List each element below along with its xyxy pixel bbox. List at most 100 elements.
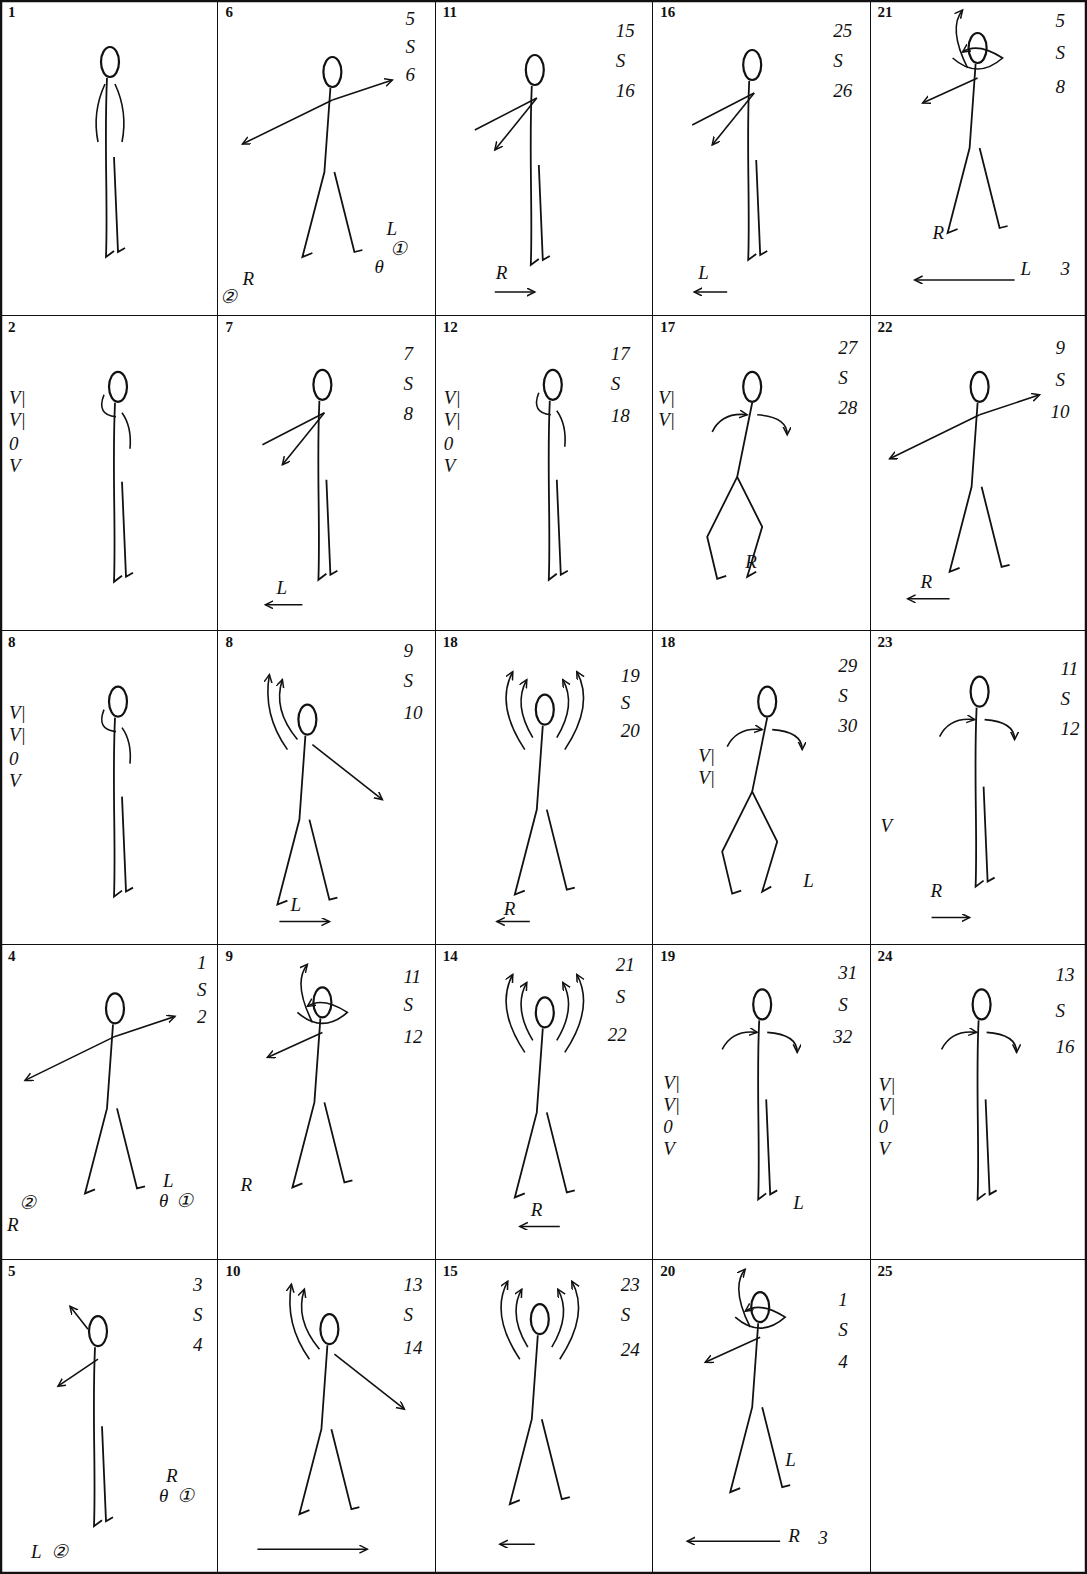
- step-arrow: [497, 921, 530, 923]
- notation-mark: S: [833, 51, 843, 70]
- notation-mark: 10: [1051, 402, 1070, 421]
- notation-mark: V|: [698, 768, 715, 787]
- notation-cell: 1727S28V|V|R: [652, 315, 870, 631]
- panel-number: 7: [225, 320, 233, 335]
- figure-leg: [114, 718, 122, 897]
- notation-mark: 11: [1061, 659, 1079, 678]
- notation-mark: S: [193, 1305, 203, 1324]
- figure-arm: [25, 1036, 115, 1080]
- figure-head: [323, 57, 341, 87]
- figure-arm: [956, 10, 967, 68]
- notation-mark: 31: [838, 963, 857, 982]
- figure-arm: [727, 729, 762, 746]
- step-arrow: [915, 279, 1015, 281]
- notation-mark: 1: [838, 1290, 848, 1309]
- notation-mark: R: [931, 881, 943, 900]
- notation-mark: S: [1061, 689, 1071, 708]
- figure-leg: [106, 78, 114, 257]
- notation-mark: 4: [193, 1335, 203, 1354]
- notation-cell: 1829S30V|V|L: [652, 630, 870, 946]
- notation-mark: 27: [838, 338, 857, 357]
- notation-mark: ①: [390, 239, 407, 258]
- figure-head: [531, 1304, 549, 1334]
- figure-arm: [985, 720, 1015, 740]
- panel-number: 10: [225, 1264, 240, 1279]
- stick-figure: [96, 47, 125, 257]
- notation-mark: V|: [879, 1095, 896, 1114]
- step-arrow: [687, 1540, 780, 1542]
- figure-arm: [980, 395, 1040, 415]
- stick-figure: [267, 964, 352, 1187]
- notation-mark: 12: [403, 1027, 422, 1046]
- stick-figure: [58, 1306, 113, 1526]
- notation-mark: θ: [159, 1486, 168, 1505]
- figure-leg: [531, 86, 539, 265]
- step-arrow: [694, 291, 727, 293]
- figure-leg: [977, 1020, 985, 1199]
- figure-leg: [547, 810, 575, 890]
- notation-mark: S: [403, 671, 413, 690]
- stick-figure: [506, 974, 584, 1226]
- figure-leg: [975, 708, 983, 887]
- panel-number: 8: [225, 635, 233, 650]
- figure-leg: [547, 1112, 575, 1192]
- figure-arm: [102, 395, 116, 417]
- notation-cell: 2V|V|0V: [0, 315, 218, 631]
- figure-head: [109, 687, 127, 717]
- notation-mark: S: [621, 1305, 631, 1324]
- panel-number: 4: [8, 949, 16, 964]
- notation-cell: 2413S16V|V|0V: [870, 944, 1087, 1260]
- figure-arm: [501, 1281, 520, 1359]
- figure-arm: [722, 1032, 757, 1049]
- stick-figure: [262, 370, 337, 605]
- notation-mark: S: [611, 374, 621, 393]
- figure-arm: [712, 93, 754, 145]
- figure-arm: [334, 1354, 404, 1409]
- notation-cell: 1819S20R: [435, 630, 653, 946]
- notation-mark: 0: [879, 1117, 889, 1136]
- stick-figure: [890, 372, 1040, 599]
- panel-number: 19: [660, 949, 675, 964]
- panel-number: 5: [8, 1264, 16, 1279]
- figure-head: [971, 677, 989, 707]
- figure-leg: [984, 787, 995, 882]
- figure-arm: [301, 964, 312, 1022]
- figure-leg: [334, 172, 362, 252]
- figure-arm: [122, 728, 130, 764]
- figure-arm: [557, 680, 569, 738]
- notation-cell: 1421S22R: [435, 944, 653, 1260]
- notation-mark: θ: [159, 1191, 168, 1210]
- figure-arm: [923, 78, 978, 103]
- figure-arm: [521, 680, 533, 738]
- figure-arm: [712, 414, 747, 431]
- notation-mark: V|: [663, 1073, 680, 1092]
- notation-cell: 201S4LR3: [652, 1259, 870, 1574]
- figure-head: [758, 687, 776, 717]
- notation-cell: 12V|V|0V17S18: [435, 315, 653, 631]
- figure-leg: [986, 1099, 997, 1194]
- stick-figure: [257, 1284, 404, 1549]
- notation-mark: 7: [403, 344, 413, 363]
- notation-mark: 5: [405, 9, 415, 28]
- step-arrow: [500, 1543, 535, 1545]
- notation-cell: 1: [0, 0, 218, 316]
- stick-figure: [722, 989, 797, 1199]
- notation-mark: L: [1021, 259, 1032, 278]
- panel-number: 17: [660, 320, 675, 335]
- figure-leg: [326, 480, 337, 575]
- notation-mark: V|: [698, 746, 715, 765]
- stick-figure: [692, 50, 767, 292]
- notation-mark: R: [242, 269, 254, 288]
- notation-mark: S: [1056, 43, 1066, 62]
- notation-mark: S: [403, 1305, 413, 1324]
- figure-leg: [722, 792, 752, 894]
- figure-arm: [506, 672, 525, 750]
- step-arrow: [932, 917, 970, 919]
- figure-arm: [312, 745, 382, 800]
- stick-figure: [25, 993, 175, 1193]
- figure-head: [89, 1316, 107, 1346]
- notation-mark: 28: [838, 398, 857, 417]
- notation-mark: V: [879, 1139, 891, 1158]
- stick-figure: [687, 1269, 790, 1541]
